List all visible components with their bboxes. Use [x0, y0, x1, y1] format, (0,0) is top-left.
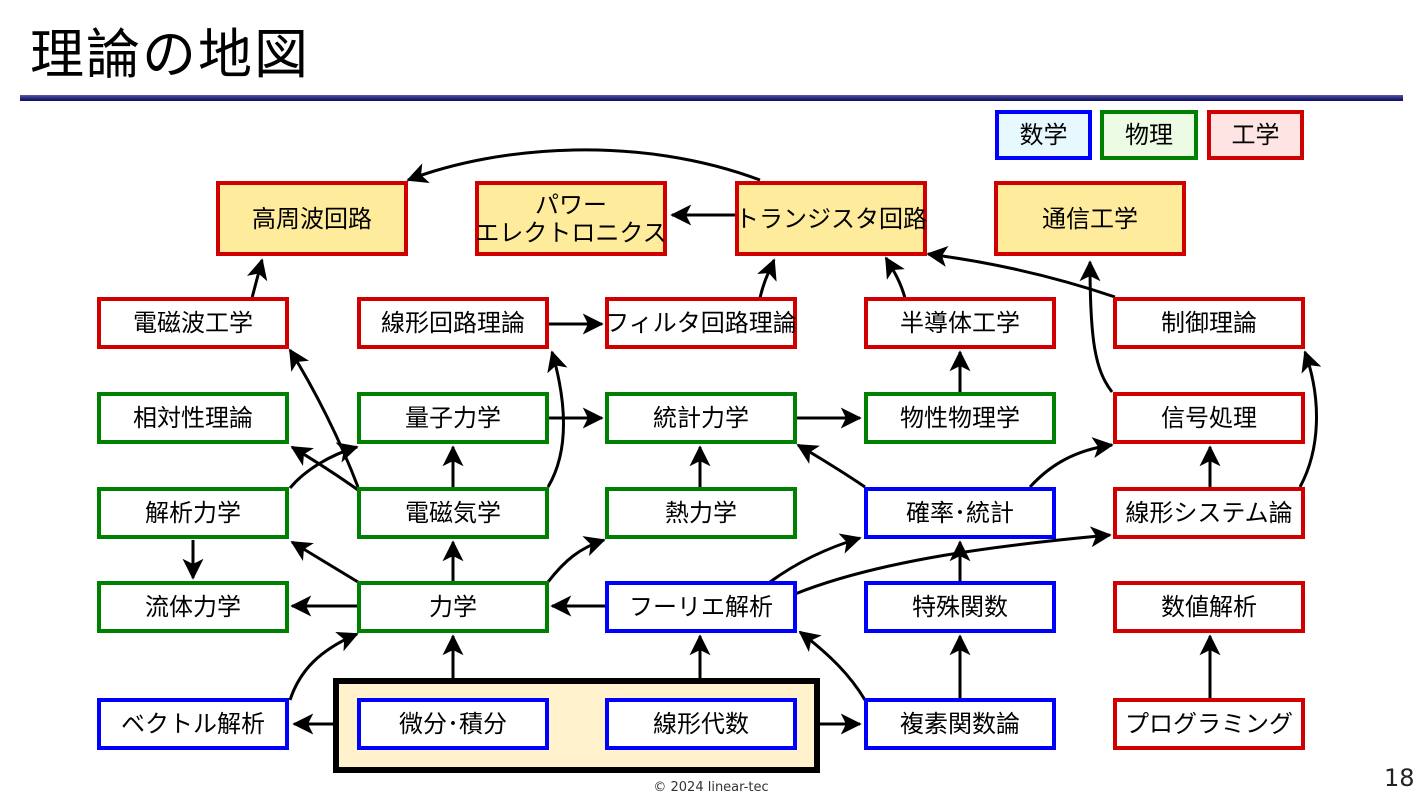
node-special-functions: 特殊関数	[864, 581, 1056, 633]
node-power-electronics: パワー エレクトロニクス	[475, 181, 667, 256]
edge-probstat-statmech	[796, 443, 866, 489]
node-electromagnetism: 電磁気学	[357, 487, 549, 539]
node-control-theory: 制御理論	[1113, 297, 1305, 349]
edge-signal-comm	[1079, 260, 1114, 393]
edge-electromag-emwave	[288, 348, 360, 488]
node-em-wave-engineering: 電磁波工学	[97, 297, 289, 349]
node-relativity: 相対性理論	[97, 392, 289, 444]
edge-emwave-highfreq	[246, 258, 268, 299]
node-power-electronics-line2: エレクトロニクス	[475, 218, 667, 247]
node-solid-state-physics: 物性物理学	[864, 392, 1056, 444]
edge-electromag-linearcircuit	[546, 350, 568, 488]
node-linear-algebra: 線形代数	[605, 698, 797, 750]
node-transistor-circuit: トランジスタ回路	[735, 181, 927, 256]
node-fluid-mechanics: 流体力学	[97, 581, 289, 633]
node-programming: プログラミング	[1113, 698, 1305, 750]
edge-linearsys-control	[1298, 350, 1322, 488]
node-high-frequency-circuit: 高周波回路	[216, 181, 408, 256]
edge-vector-mechanics	[288, 632, 359, 701]
edge-mechanics-thermo	[546, 536, 606, 583]
title-underline	[20, 95, 1403, 101]
node-calculus: 微分･積分	[357, 698, 549, 750]
node-power-electronics-line1: パワー	[535, 190, 607, 219]
edge-control-transistor	[926, 246, 1116, 299]
node-linear-systems-theory: 線形システム論	[1113, 487, 1305, 539]
node-mechanics: 力学	[357, 581, 549, 633]
edge-filter-transistor	[757, 258, 777, 299]
edge-transistor-highfreq	[406, 148, 761, 183]
copyright-footer: © 2024 linear-tec	[653, 780, 769, 795]
node-semiconductor-engineering: 半導体工学	[864, 297, 1056, 349]
node-fourier-analysis: フーリエ解析	[605, 581, 797, 633]
edge-fourier-linearsys	[794, 526, 1112, 596]
node-thermodynamics: 熱力学	[605, 487, 797, 539]
page-number: 18	[1384, 764, 1415, 792]
node-statistical-mechanics: 統計力学	[605, 392, 797, 444]
edge-probstat-signal	[1028, 437, 1114, 489]
node-filter-circuit-theory: フィルタ回路理論	[605, 297, 797, 349]
edge-fourier-probstat	[769, 533, 862, 584]
node-complex-analysis: 複素関数論	[864, 698, 1056, 750]
edge-semiconductor-transistor	[884, 256, 907, 299]
edge-electromag-relativity	[290, 445, 359, 492]
node-quantum-mechanics: 量子力学	[357, 392, 549, 444]
node-probability-statistics: 確率･統計	[864, 487, 1056, 539]
page-title: 理論の地図	[30, 23, 310, 86]
legend-engineering: 工学	[1207, 110, 1304, 160]
foundation-group	[333, 678, 820, 773]
edge-mechanics-analytical	[290, 540, 359, 584]
node-numerical-analysis: 数値解析	[1113, 581, 1305, 633]
node-communication-engineering: 通信工学	[994, 181, 1186, 256]
legend-math: 数学	[995, 110, 1092, 160]
edge-analytical-quantum	[288, 442, 359, 489]
node-vector-analysis: ベクトル解析	[97, 698, 289, 750]
legend-physics: 物理	[1100, 110, 1198, 160]
node-linear-circuit-theory: 線形回路理論	[357, 297, 549, 349]
node-signal-processing: 信号処理	[1113, 392, 1305, 444]
edge-complex-fourier	[798, 630, 867, 701]
node-analytical-mechanics: 解析力学	[97, 487, 289, 539]
